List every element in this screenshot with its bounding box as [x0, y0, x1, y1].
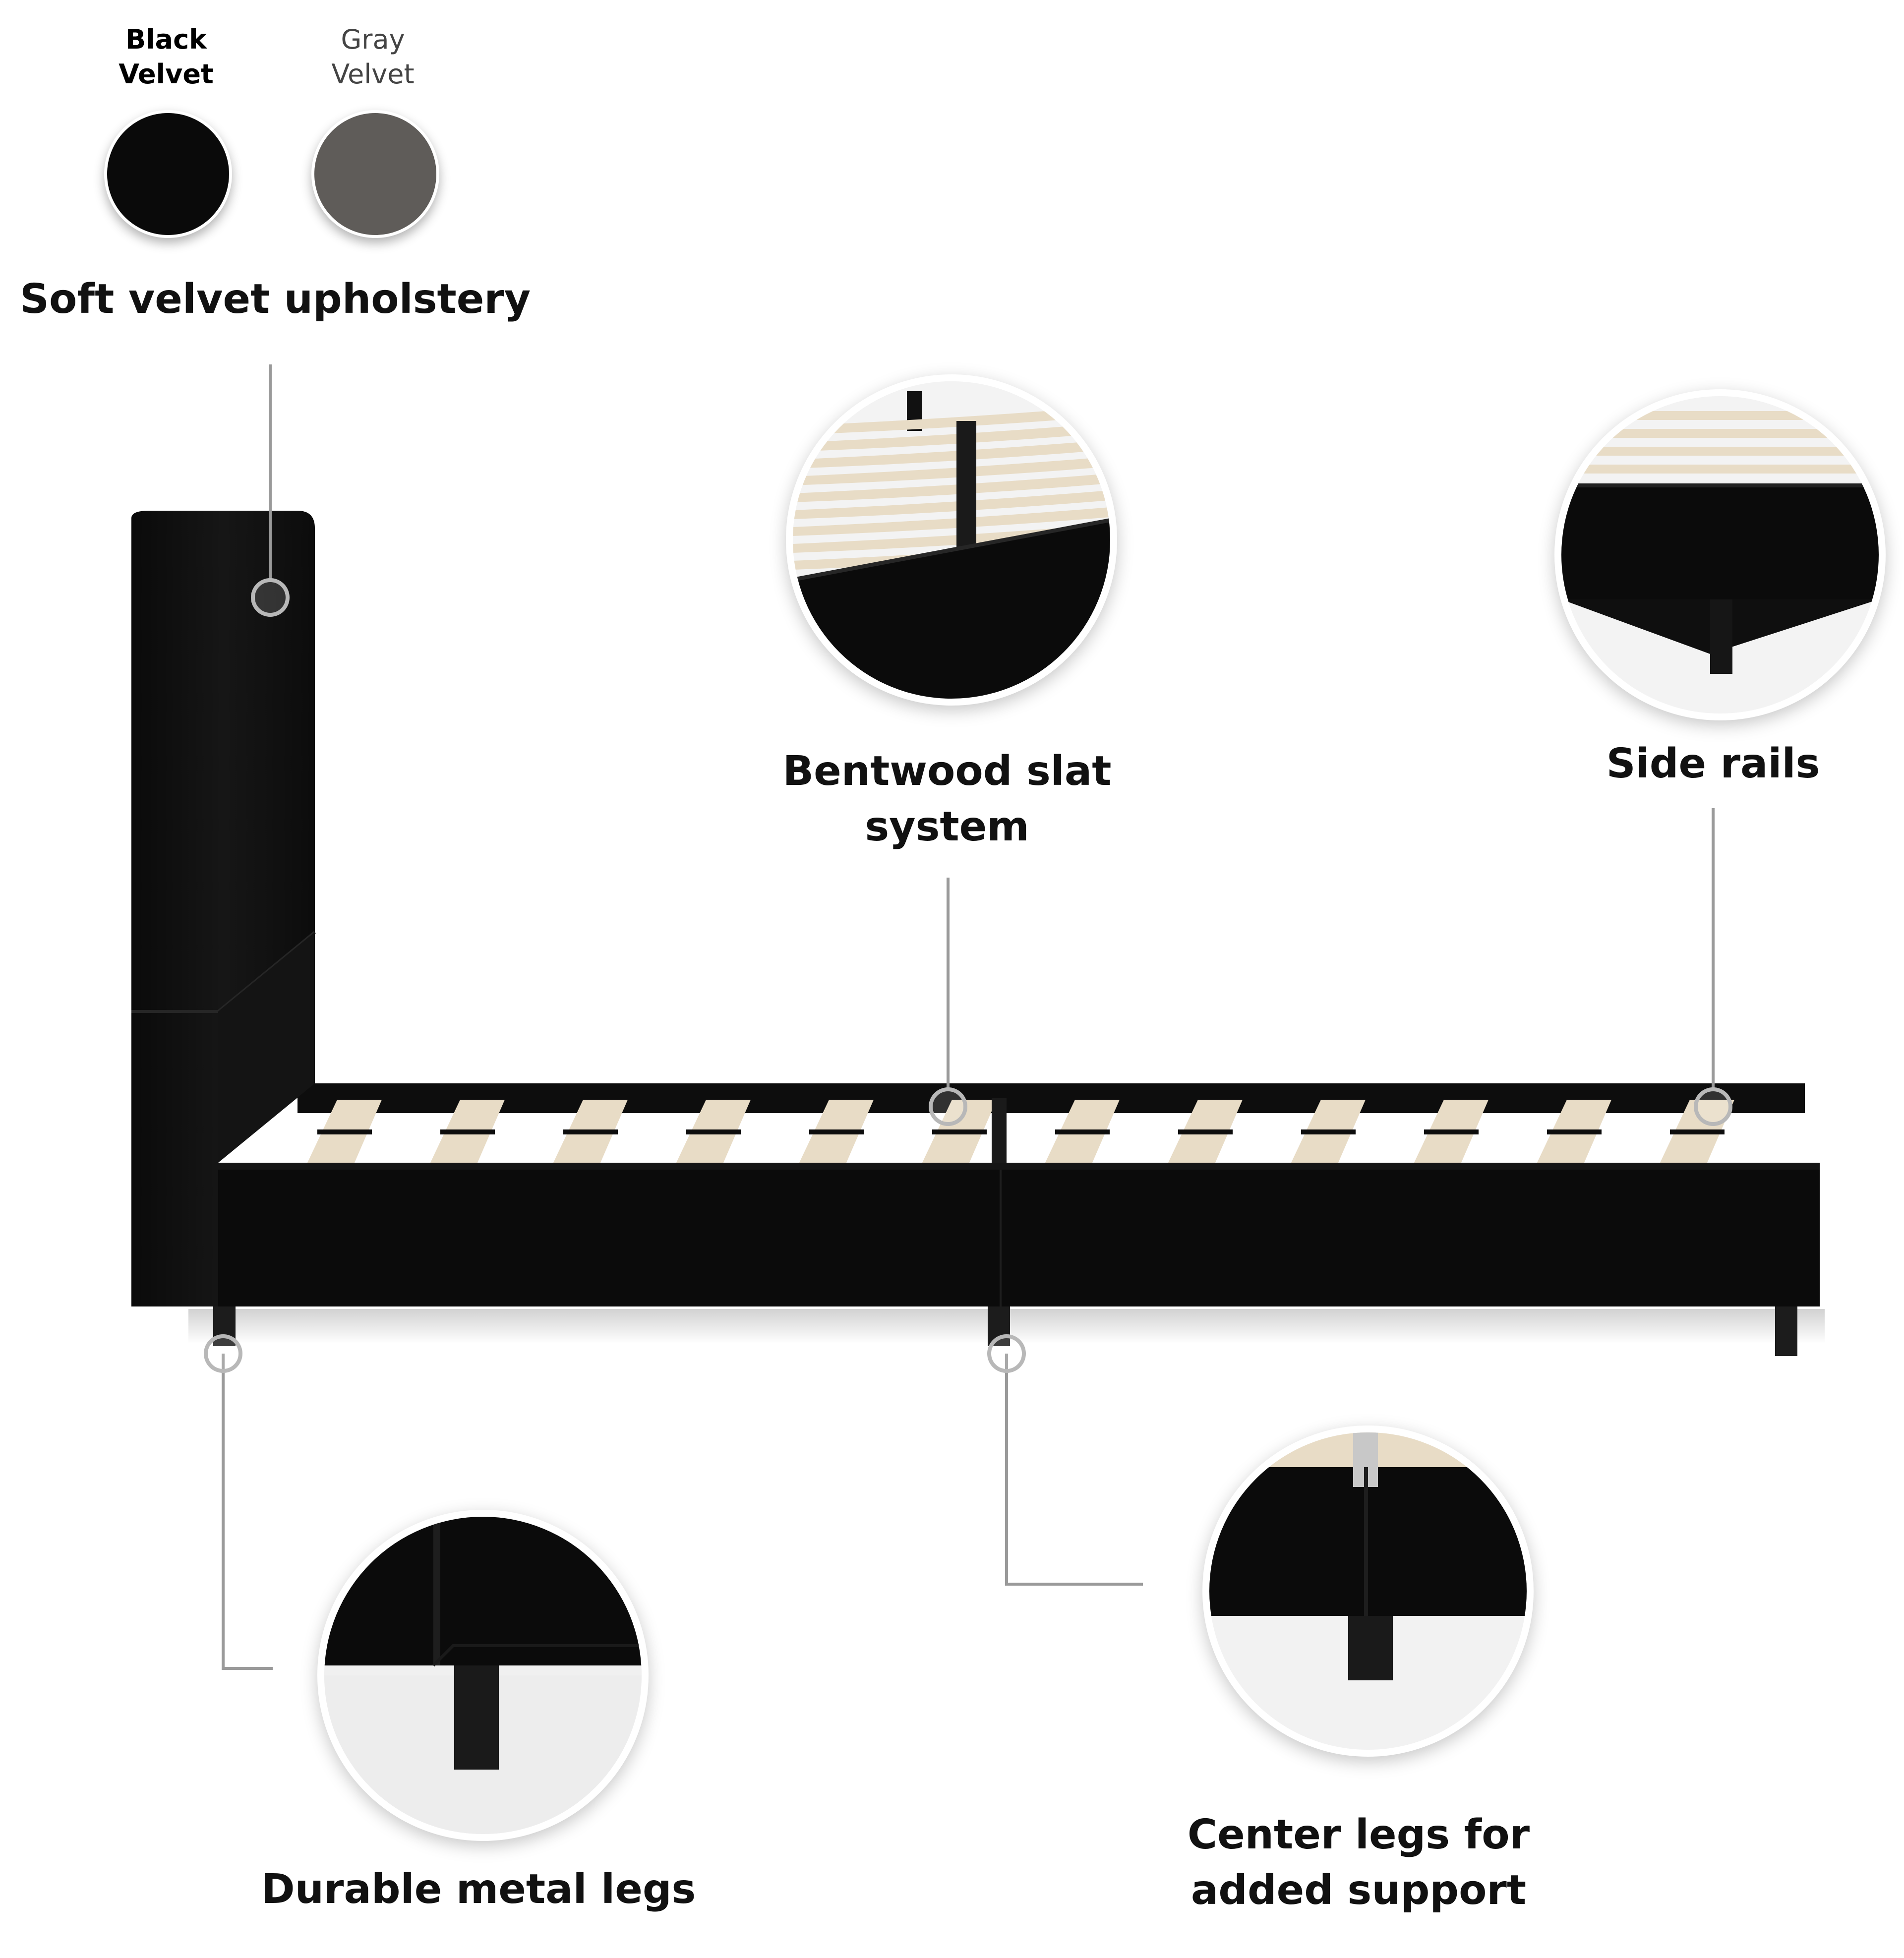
detail-slat: [793, 423, 1110, 452]
detail-center-legs-closeup: [1202, 1425, 1534, 1757]
rail-slat: [1581, 429, 1859, 438]
label-center: Center legs for added support: [1187, 1811, 1530, 1914]
marker-slats: [929, 1087, 967, 1126]
slat-gap: [1301, 1129, 1356, 1134]
rail-slat: [1581, 411, 1859, 420]
detail-support-bar: [956, 421, 976, 550]
detail-slat: [793, 440, 1110, 469]
marker-rails: [1694, 1087, 1732, 1126]
swatch-black-velvet[interactable]: [104, 110, 232, 238]
rail-slat-lines: [1581, 411, 1859, 474]
slat-gap: [809, 1129, 864, 1134]
detail-legs-closeup: [317, 1510, 649, 1841]
label-upholstery: Soft velvet upholstery: [20, 276, 531, 323]
slat-gap: [1178, 1129, 1233, 1134]
swatch-gray-velvet[interactable]: [311, 110, 439, 238]
label-rails: Side rails: [1606, 740, 1820, 787]
swatch-label-gray: Gray Velvet: [331, 24, 415, 90]
slat-gap: [1670, 1129, 1725, 1134]
slat-gap: [932, 1129, 987, 1134]
marker-upholstery: [251, 578, 290, 617]
slat-gap: [686, 1129, 741, 1134]
center-beam: [992, 1098, 1007, 1168]
slat-gap: [563, 1129, 618, 1134]
leg-foot: [1775, 1306, 1797, 1356]
callout-markers: [204, 578, 1732, 1373]
detail-slat: [793, 524, 1110, 553]
side-rail: [218, 1163, 1820, 1306]
label-slats: Bentwood slat system: [782, 748, 1112, 850]
callout-lines: [222, 364, 1715, 1670]
slat-gap: [317, 1129, 372, 1134]
detail-slat: [793, 490, 1110, 519]
slat-gap: [1424, 1129, 1479, 1134]
marker-legs: [204, 1334, 242, 1373]
detail-rails-closeup: [1554, 389, 1886, 720]
rail-slat: [1581, 465, 1859, 474]
slat-gap: [1055, 1129, 1110, 1134]
slat-gap: [1547, 1129, 1602, 1134]
rear-rail: [298, 1083, 1805, 1113]
detail-slat: [793, 457, 1110, 485]
label-legs: Durable metal legs: [261, 1866, 696, 1913]
rail-slat: [1581, 447, 1859, 456]
detail-slats-closeup: [786, 374, 1117, 706]
detail-slat: [793, 507, 1110, 536]
bed-slats: [307, 1100, 1734, 1163]
swatch-label-black: Black Velvet: [119, 24, 214, 90]
marker-center: [987, 1334, 1026, 1373]
detail-slat: [793, 474, 1110, 502]
detail-slat: [793, 406, 1110, 435]
slat-gap: [440, 1129, 495, 1134]
